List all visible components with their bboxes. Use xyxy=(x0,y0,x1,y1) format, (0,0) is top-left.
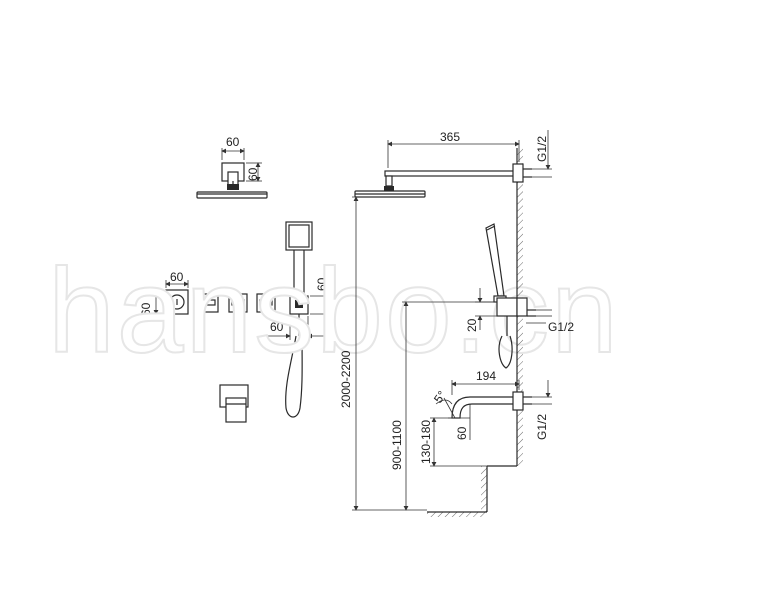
valve-panel: 60 60 xyxy=(139,270,276,316)
shower-head-top-view: 60 60 xyxy=(196,135,268,199)
dim-head-width: 60 xyxy=(226,135,240,149)
dim-spout-height-range: 130-180 xyxy=(419,420,433,464)
dim-bracket-height: 60 xyxy=(315,277,329,291)
hand-shower-front: 60 60 xyxy=(268,221,332,418)
dim-head-thread: G1/2 xyxy=(535,136,549,162)
dim-valve-width: 60 xyxy=(170,270,184,284)
dim-diverter-height-range: 900-1100 xyxy=(390,420,404,470)
dim-spout-thread: G1/2 xyxy=(535,414,549,440)
dim-head-height-range: 2000-2200 xyxy=(339,350,353,408)
dim-diverter-thread: G1/2 xyxy=(548,320,574,334)
dim-bracket-width: 60 xyxy=(270,320,284,334)
shower-arm-side: 365 G1/2 xyxy=(354,130,552,198)
dim-diverter-offset: 20 xyxy=(465,318,479,332)
dim-head-height: 60 xyxy=(246,167,260,181)
height-dimensions: 2000-2200 900-1100 130-180 xyxy=(339,196,494,511)
spout-side: 194 5° 60 G1/2 xyxy=(431,369,552,440)
dim-spout-height: 60 xyxy=(455,426,469,440)
diverter-side: 20 G1/2 xyxy=(465,223,574,369)
dim-arm-length: 365 xyxy=(440,130,460,144)
spout-front xyxy=(219,384,249,423)
dim-valve-height: 60 xyxy=(139,302,153,316)
watermark: hansbo.cn xyxy=(48,244,620,378)
dim-spout-length: 194 xyxy=(476,369,496,383)
